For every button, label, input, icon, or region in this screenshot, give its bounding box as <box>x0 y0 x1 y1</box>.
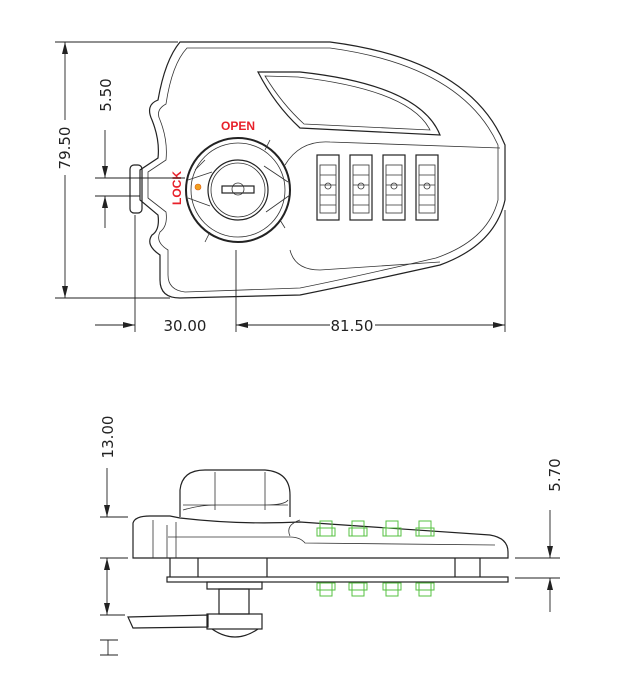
dimension-side-left: 13.00 <box>99 416 128 656</box>
top-view: OPEN LOCK 79.50 <box>55 41 506 335</box>
dimension-horizontal: 30.00 81.50 <box>95 210 506 335</box>
indicator-dot <box>194 183 202 191</box>
dimension-side-right: 5.70 <box>515 458 564 612</box>
side-view: 13.00 5.70 <box>99 416 564 656</box>
dimension-offset: 5.50 <box>95 78 185 228</box>
wheel-4 <box>415 154 439 221</box>
cam-assembly <box>127 581 263 638</box>
wheel-3 <box>382 154 406 221</box>
lock-label: LOCK <box>170 171 184 205</box>
side-body <box>132 515 509 559</box>
side-left-dimension-label: 13.00 <box>99 416 117 459</box>
green-buttons <box>316 520 435 597</box>
side-right-dimension-label: 5.70 <box>546 458 564 491</box>
open-label: OPEN <box>221 119 255 133</box>
offset-dimension-label: 5.50 <box>97 78 115 111</box>
wheel-1 <box>316 154 340 221</box>
knob <box>179 469 291 517</box>
side-tab <box>129 164 143 214</box>
left-dimension-label: 30.00 <box>164 317 207 335</box>
combination-wheels <box>316 154 439 221</box>
rotary-dial <box>185 137 291 243</box>
height-dimension-label: 79.50 <box>56 127 74 170</box>
window-slot <box>257 71 441 136</box>
right-dimension-label: 81.50 <box>331 317 374 335</box>
mounting-plate <box>166 576 509 583</box>
key-slot-icon <box>221 185 255 194</box>
dimension-height: 79.50 <box>55 41 178 299</box>
lock-body-outline <box>139 41 506 299</box>
wheel-2 <box>349 154 373 221</box>
